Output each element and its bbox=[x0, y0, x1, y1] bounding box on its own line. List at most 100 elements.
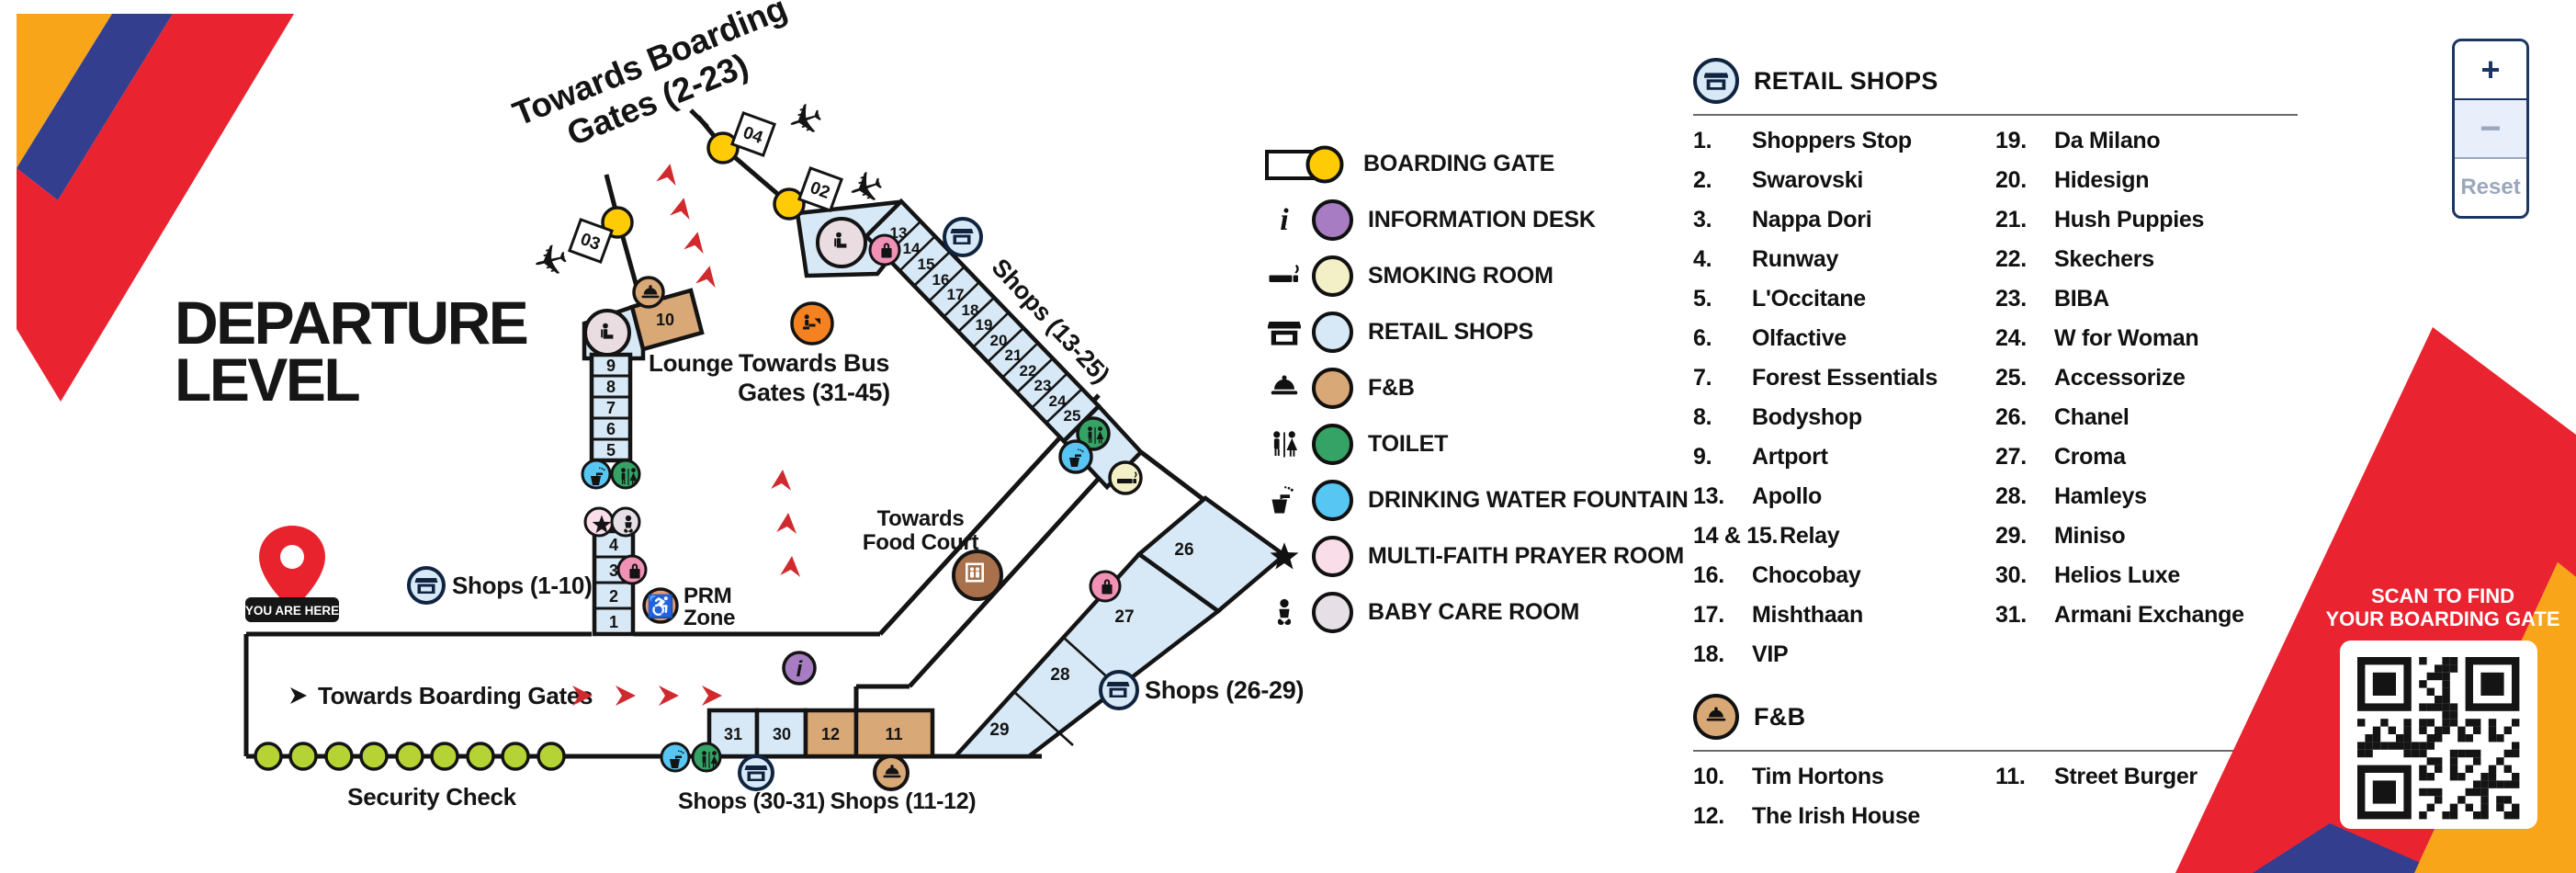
cigarette-icon bbox=[1264, 258, 1305, 295]
toilet-icon bbox=[1264, 426, 1305, 463]
boarding-gate-icon bbox=[1265, 145, 1344, 183]
list-item: 21.Hush Puppies bbox=[1995, 207, 2205, 232]
shop-cell-29: 29 bbox=[989, 720, 1009, 740]
retail-list-right: 19.Da Milano 20.Hidesign 21.Hush Puppies… bbox=[1995, 121, 2298, 675]
legend-row-prayer-room: MULTI-FAITH PRAYER ROOM bbox=[1264, 528, 1870, 584]
list-item: 28.Hamleys bbox=[1995, 483, 2147, 509]
fnb-list-right: 11.Street Burger bbox=[1995, 757, 2298, 836]
page-title: DEPARTURE LEVEL bbox=[175, 289, 529, 414]
zoom-reset-button[interactable]: Reset bbox=[2460, 175, 2521, 199]
terminal-map-canvas[interactable]: 9 8 7 6 5 4 3 2 1 10 Lounge bbox=[0, 0, 1341, 873]
shop-cell-20: 20 bbox=[990, 332, 1008, 349]
water-fountain-icon bbox=[1264, 482, 1305, 519]
list-item: 31.Armani Exchange bbox=[1995, 602, 2244, 628]
shops-30-31-label: Shops (30-31) bbox=[678, 754, 825, 814]
list-item: 13.Apollo bbox=[1693, 483, 1822, 509]
zoom-in-button[interactable]: + bbox=[2455, 41, 2526, 100]
legend-row-smoking-room: SMOKING ROOM bbox=[1264, 248, 1870, 304]
baby-care-marker bbox=[610, 506, 641, 538]
scan-text-line2: YOUR BOARDING GATE bbox=[2325, 607, 2559, 630]
prm-seat-marker bbox=[583, 309, 631, 357]
list-item: 12.The Irish House bbox=[1693, 803, 1921, 829]
plane-icon: ✈ bbox=[527, 233, 573, 289]
shop-cell-21: 21 bbox=[1005, 346, 1022, 364]
retail-shops-icon bbox=[1693, 58, 1739, 104]
legend-row-baby-care: BABY CARE ROOM bbox=[1264, 584, 1870, 641]
list-item: 25.Accessorize bbox=[1995, 365, 2186, 391]
shops-strip-26-29: 26 27 28 29 bbox=[950, 495, 1288, 759]
shop-cell-27: 27 bbox=[1114, 607, 1134, 627]
list-item: 17.Mishthaan bbox=[1693, 602, 1863, 628]
list-item: 4.Runway bbox=[1693, 246, 1839, 272]
list-item: 22.Skechers bbox=[1995, 246, 2154, 272]
list-item: 14 & 15.Relay bbox=[1693, 523, 1840, 549]
shop-cell-28: 28 bbox=[1050, 665, 1069, 685]
shop-cell-3: 3 bbox=[609, 561, 618, 580]
you-are-here-pin: YOU ARE HERE bbox=[245, 526, 339, 622]
svg-text:Shops (11-12): Shops (11-12) bbox=[830, 788, 977, 814]
shop-cell-24: 24 bbox=[1049, 392, 1067, 410]
list-item: 10.Tim Hortons bbox=[1693, 764, 1884, 789]
drinking-water-marker bbox=[581, 459, 612, 490]
shops-26-29-label: Shops (26-29) bbox=[1099, 670, 1304, 710]
prm-zone-label: ♿ PRM Zone bbox=[642, 584, 735, 630]
shop-cell-17: 17 bbox=[947, 286, 965, 303]
lounge-label: Lounge bbox=[649, 349, 733, 377]
fnb-list-left: 10.Tim Hortons 12.The Irish House bbox=[1693, 757, 1995, 836]
red-path-arrows-right bbox=[572, 686, 722, 706]
scan-text-line1: SCAN TO FIND bbox=[2371, 584, 2514, 607]
information-desk-marker: i bbox=[782, 651, 817, 686]
list-item: 19.Da Milano bbox=[1995, 128, 2161, 153]
info-icon: i bbox=[1280, 202, 1289, 237]
plane-icon: ✈ bbox=[781, 92, 830, 148]
shop-cell-26: 26 bbox=[1174, 540, 1193, 560]
fnb-header: F&B bbox=[1693, 687, 2298, 746]
list-item: 29.Miniso bbox=[1995, 523, 2126, 549]
shop-cell-4: 4 bbox=[609, 536, 618, 554]
zoom-out-button[interactable]: − bbox=[2455, 100, 2526, 159]
prayer-room-marker bbox=[1089, 570, 1122, 603]
scan-boarding-gate-panel: SCAN TO FIND YOUR BOARDING GATE bbox=[2175, 327, 2576, 873]
prm-seat-marker bbox=[816, 217, 867, 268]
list-item: 7.Forest Essentials bbox=[1693, 365, 1938, 391]
drinking-water-marker bbox=[1058, 439, 1093, 474]
list-item: 24.W for Woman bbox=[1995, 325, 2199, 351]
svg-text:PRM: PRM bbox=[684, 584, 731, 608]
shop-cell-10: 10 bbox=[656, 311, 674, 329]
svg-text:Food Court: Food Court bbox=[863, 530, 979, 555]
legend-row-fnb: F&B bbox=[1264, 360, 1870, 416]
shop-cell-8: 8 bbox=[606, 378, 616, 396]
svg-text:Shops (30-31): Shops (30-31) bbox=[678, 788, 825, 814]
towards-bus-gates-label: Towards Bus Gates (31-45) bbox=[738, 301, 890, 406]
map-legend: BOARDING GATE i INFORMATION DESK SMOKING… bbox=[1264, 136, 1870, 641]
navy-accent-shape bbox=[2253, 823, 2444, 873]
list-item: 20.Hidesign bbox=[1995, 167, 2150, 193]
boarding-gate-03: 03 ✈ bbox=[527, 206, 634, 289]
retail-list-left: 1.Shoppers Stop 2.Swarovski 3.Nappa Dori… bbox=[1693, 121, 1995, 675]
shop-cell-12: 12 bbox=[821, 725, 840, 743]
list-item: 16.Chocobay bbox=[1693, 562, 1861, 588]
direction-arrow-black bbox=[290, 687, 307, 704]
baby-icon bbox=[1264, 595, 1305, 631]
shop-cell-31: 31 bbox=[724, 725, 742, 743]
legend-row-drinking-water: DRINKING WATER FOUNTAIN bbox=[1264, 472, 1870, 528]
smoking-room-marker bbox=[1108, 460, 1143, 495]
list-item: 9.Artport bbox=[1693, 444, 1828, 470]
shop-cell-11: 11 bbox=[885, 725, 902, 743]
towards-boarding-gates-corridor-label: Towards Boarding Gates bbox=[318, 682, 593, 709]
svg-text:Towards Bus: Towards Bus bbox=[739, 349, 889, 377]
map-zoom-controls: + − Reset bbox=[2452, 39, 2529, 219]
shop-cell-16: 16 bbox=[932, 271, 950, 289]
svg-text:i: i bbox=[797, 657, 804, 682]
security-check-lanes bbox=[254, 742, 566, 771]
shops-boxes-bottom: 31 30 12 11 bbox=[706, 708, 935, 759]
list-item: 2.Swarovski bbox=[1693, 167, 1863, 193]
red-path-arrows-up-mid bbox=[771, 470, 801, 577]
prayer-room-marker bbox=[868, 233, 901, 266]
list-item: 3.Nappa Dori bbox=[1693, 207, 1872, 232]
red-path-arrows-up-top bbox=[656, 164, 716, 289]
legend-row-retail-shops: RETAIL SHOPS bbox=[1264, 304, 1870, 360]
shop-cell-5: 5 bbox=[606, 441, 616, 459]
wheelchair-icon: ♿ bbox=[647, 594, 674, 619]
boarding-gate-04: 04 ✈ bbox=[706, 92, 830, 164]
